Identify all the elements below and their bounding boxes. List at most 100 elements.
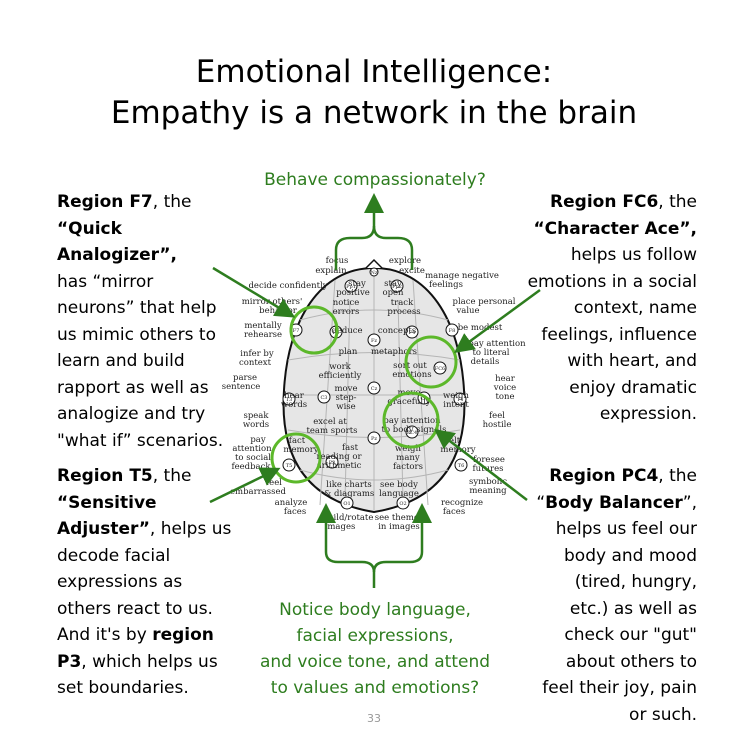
node-fp1 [344,279,358,293]
label-like-charts: & diagrams [324,489,375,499]
node-fp2 [390,279,404,293]
node-c3 [317,390,331,404]
region-pc4-name: Region PC4 [549,466,659,486]
arrow-t5 [209,467,281,504]
label-track-process: process [387,307,420,317]
text-line: "what if” scenarios. [57,430,224,451]
label-sort-out-emotions: emotions [392,370,431,380]
quick-analogizer-name: “Quick Analogizer”, [57,218,177,266]
text-line: others react to us. [57,598,213,619]
highlight-f7 [289,305,339,355]
text-line: with heart, and [567,351,697,371]
label-be-modest: be modest [458,323,503,333]
label-fast-reading: reading or [316,452,362,462]
label-stay-open: open [382,288,404,298]
label-fact-memory: memory [283,445,318,455]
label-pay-attention-body: pay attention [383,416,441,426]
node-fc6 [433,361,447,375]
label-excel-team-sports: team sports [306,426,357,436]
text-line: check our "gut" [564,625,697,645]
label-see-themes: see themes [375,513,424,523]
node-pc4 [405,425,419,439]
text-line: expressions as [57,572,183,592]
node-label: Nz [370,270,377,276]
node-label: Cz [371,386,378,392]
label-concepts: concepts [378,326,416,336]
arrow-fc6 [453,288,541,353]
label-place-personal-value: value [455,306,479,316]
label-see-body-language: language [379,489,419,499]
node-t5 [282,458,296,472]
node-label: F7 [293,328,300,334]
label-explore: explore [389,256,421,266]
label-see-themes: in images [378,522,420,532]
label-feel-embarrassed: embarrassed [230,487,287,497]
region-word: region [152,625,214,645]
node-label: Fp2 [392,284,402,290]
node-f8 [445,323,459,337]
caption-line: facial expressions, [296,626,454,646]
label-pay-attention-social: pay [250,435,266,445]
caption-line: Notice body language, [279,600,471,620]
label-weigh-many-factors: weigh [395,444,421,454]
node-p3 [325,455,339,469]
node-label: O2 [399,501,406,507]
label-notice-errors: errors [333,307,360,317]
label-decide-confidently: decide confidently [248,281,327,291]
label-move-stepwise: move [334,384,357,394]
text-line: about others to [565,651,697,672]
caption-line: to values and emotions? [270,678,480,698]
sensitive-adjuster-name-end: Adjuster” [57,519,150,539]
brain-region-labels: focus explain explore excite decide conf… [222,256,526,532]
label-sort-out-emotions: sort out [393,361,427,371]
label-place-personal-value: place personal [453,297,516,307]
text-line: analogize and try [57,404,206,424]
label-hear-voice-tone: hear [495,374,516,384]
label-symbolic-meaning: meaning [469,486,507,496]
label-move-gracefully: gracefully [387,397,430,407]
text-line: helps us feel our [555,519,697,539]
node-label: O1 [343,501,350,507]
node-label: T4 [457,397,464,403]
label-analyze-faces: analyze [275,498,308,508]
text-line: decode facial [57,545,171,566]
node-label: FC6 [435,366,445,372]
text-line: (tired, hungry, [574,572,697,592]
label-hear-words: words [281,400,307,410]
text-line: feel their joy, pain [542,678,697,698]
text-line: enjoy dramatic [569,377,697,398]
notice-body-language-caption: Notice body language, facial expressions… [230,597,520,701]
nose-shape [365,258,383,269]
text-line: body and mood [564,545,697,566]
label-metaphors: metaphors [371,347,417,357]
region-f7-description: Region F7, the “Quick Analogizer”, has “… [57,189,247,454]
brace-line [372,225,414,270]
arrow-f7 [212,266,296,318]
label-weigh-intent: intent [443,400,469,410]
region-fc6-name: Region FC6 [550,192,659,212]
behave-compassionately-caption: Behave compassionately? [264,170,486,190]
region-highlights [270,305,458,484]
brace-line [372,503,432,573]
text-line: learn and build [57,351,185,371]
node-o2 [396,496,410,510]
label-weigh-many-factors: factors [393,462,423,472]
node-t6 [454,458,468,472]
label-speak-words: words [243,420,269,430]
text-line: neurons” that help [57,298,217,318]
text-line: has “mirror [57,271,154,292]
label-pay-attention-body: to body signals [382,425,447,435]
label-symbolic-meaning: symbolic [469,477,507,487]
arrow-pc4 [434,428,528,501]
text: , the [658,466,697,486]
page-number: 33 [367,712,381,725]
region-t5-description: Region T5, the “Sensitive Adjuster”, hel… [57,463,257,702]
label-manage-negative-feelings: manage negative [425,271,499,281]
label-weigh-intent: weigh [443,391,469,401]
title-line-2: Empathy is a network in the brain [110,95,638,131]
node-f4 [405,325,419,339]
label-mentally-rehearse: rehearse [244,330,282,340]
node-label: P3 [329,460,336,466]
label-work-efficiently: efficiently [319,371,362,381]
